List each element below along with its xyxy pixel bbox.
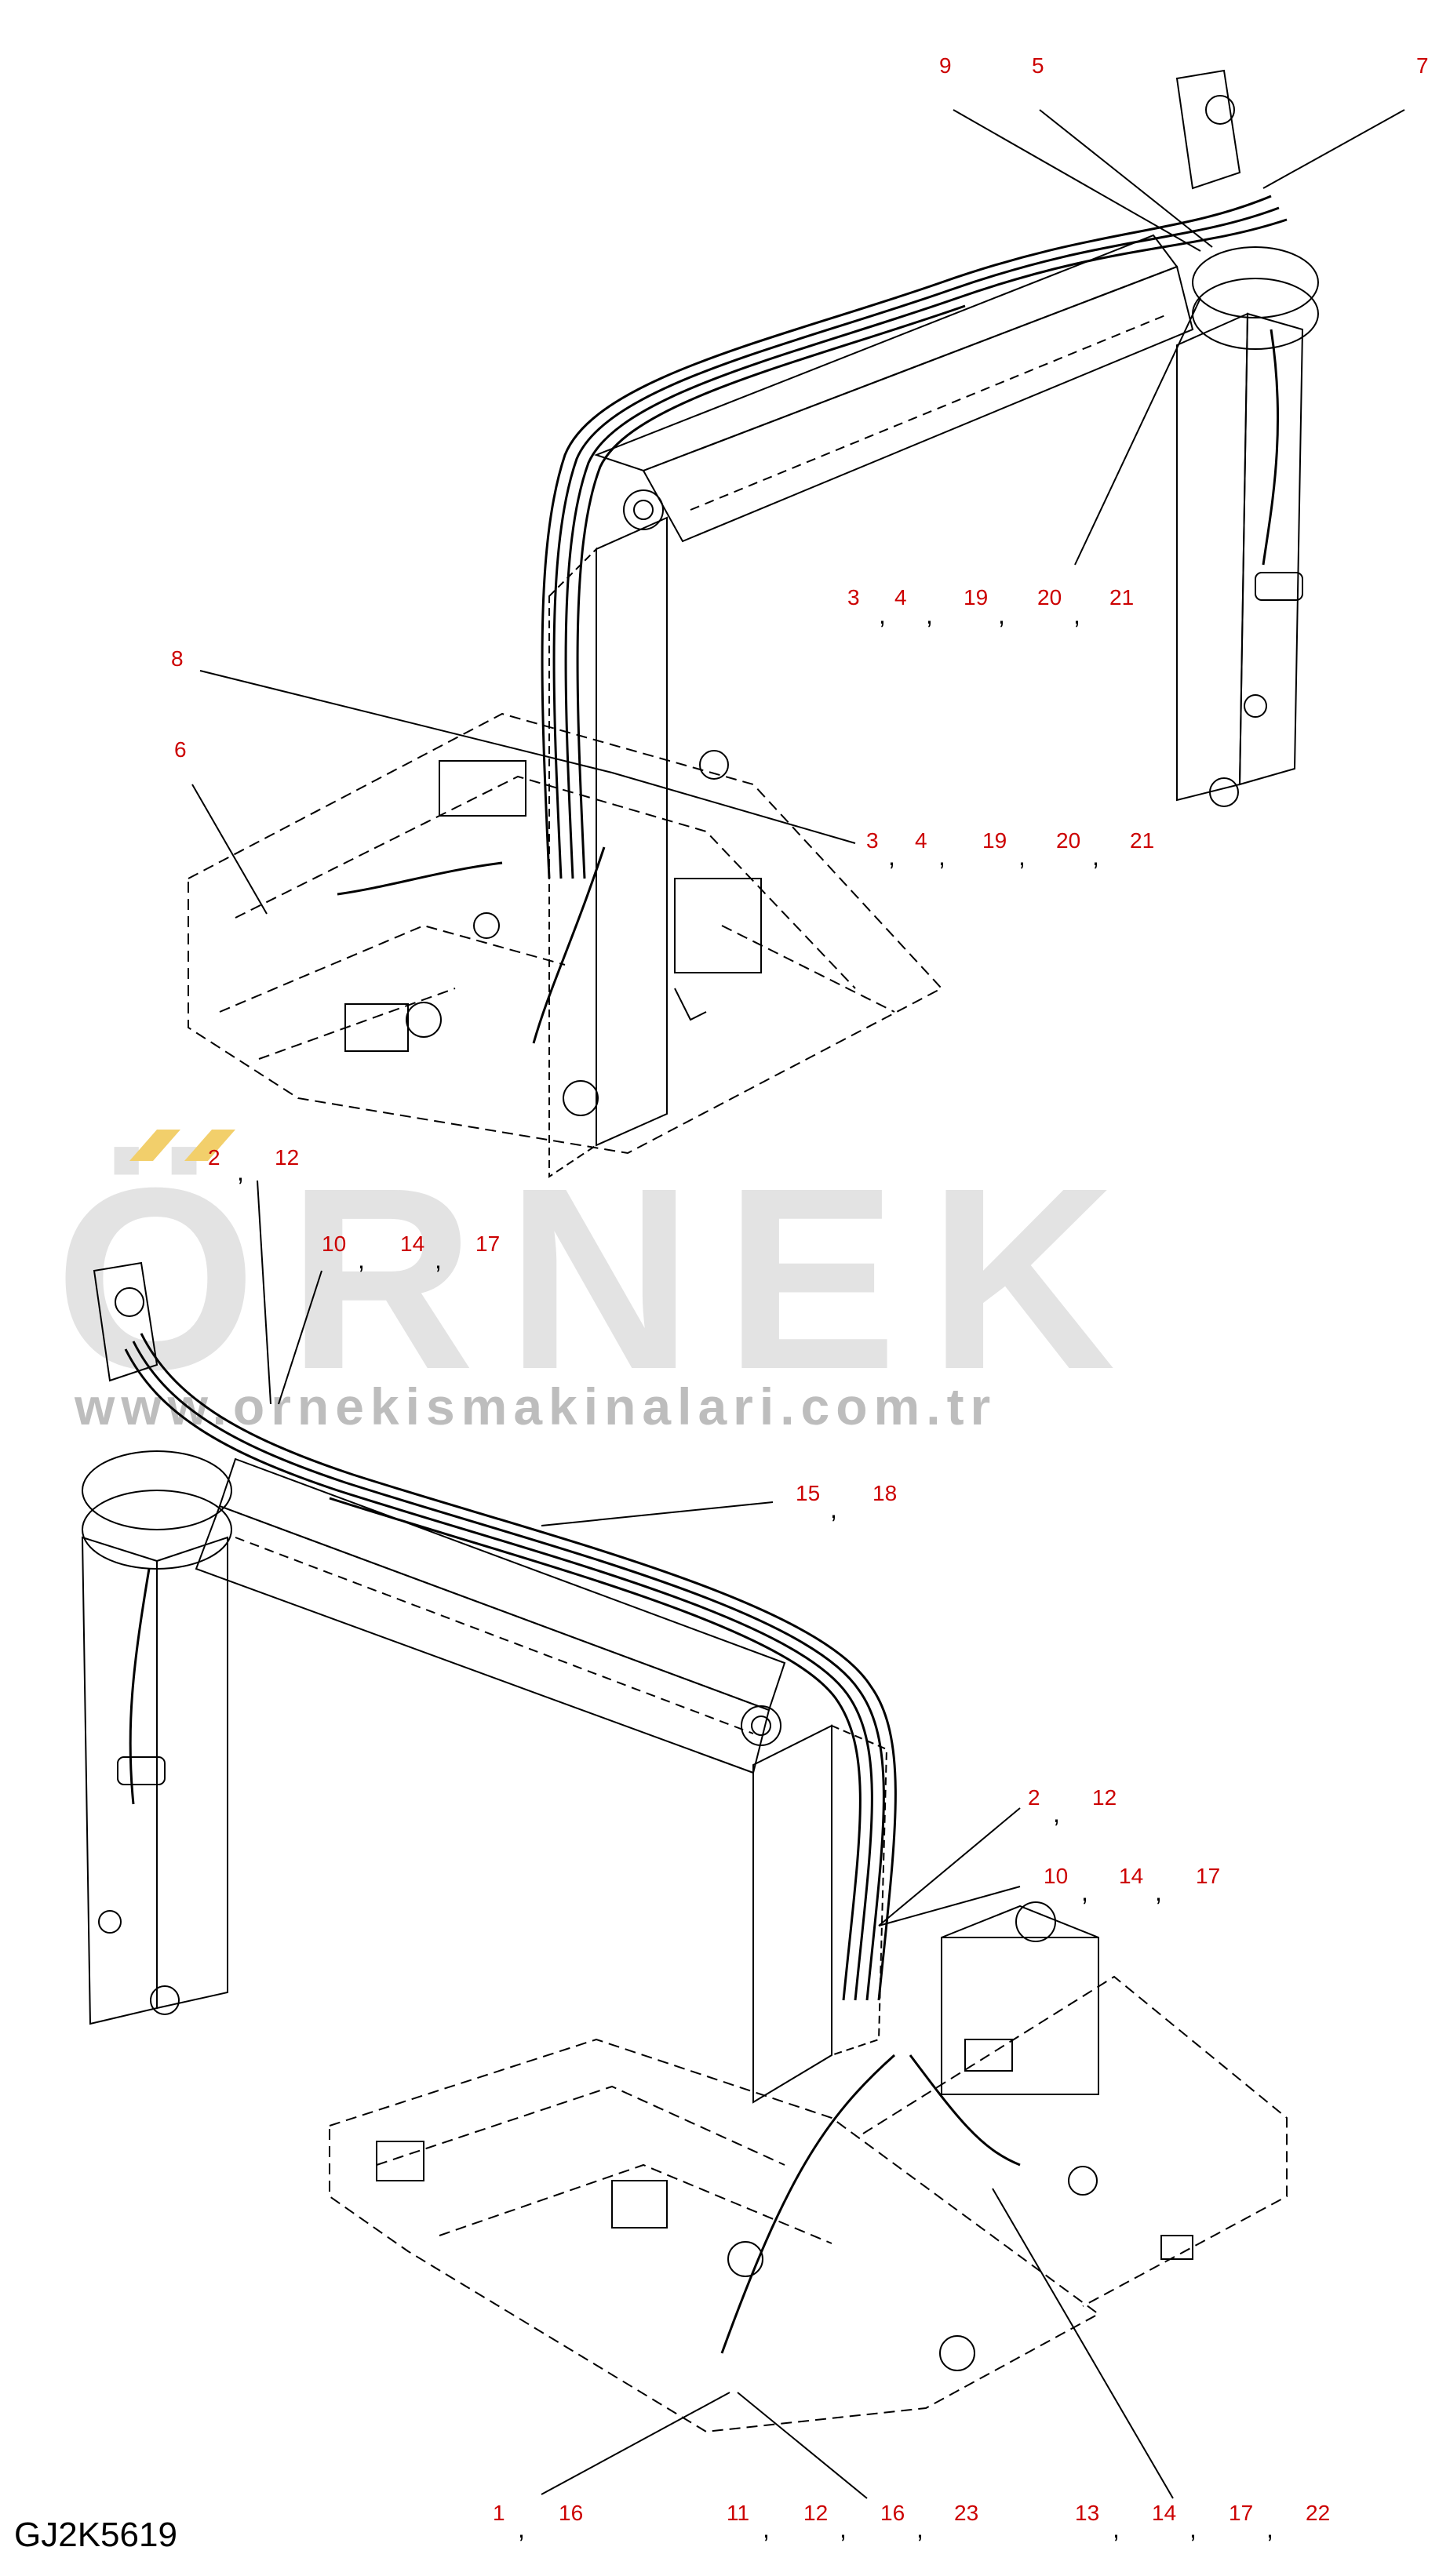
callout-9: 9 <box>939 53 952 78</box>
watermark-brand: ÖRNEK <box>55 1133 1147 1423</box>
separator-comma: , <box>840 2515 847 2543</box>
leader-1-16 <box>541 2392 730 2495</box>
separator-comma: , <box>518 2515 525 2543</box>
top-chassis-details <box>344 750 762 1116</box>
callout-17: 17 <box>475 1232 501 1256</box>
leader-3-4-19-20-21-a <box>1074 297 1201 566</box>
separator-comma: , <box>830 1495 837 1523</box>
separator-comma: , <box>1113 2515 1120 2543</box>
leader-8 <box>199 670 613 773</box>
leader-13-14-17-22 <box>992 2188 1174 2499</box>
callout-16: 16 <box>559 2501 584 2525</box>
top-leader-lines <box>191 109 1405 915</box>
callout-1: 1 <box>493 2501 505 2525</box>
bottom-hoses <box>124 1333 1021 2354</box>
callout-19: 19 <box>982 828 1007 853</box>
callout-17: 17 <box>1196 1864 1221 1888</box>
callout-14: 14 <box>1152 2501 1177 2525</box>
callout-12: 12 <box>275 1145 300 1170</box>
callout-21: 21 <box>1109 585 1135 609</box>
callout-17: 17 <box>1229 2501 1254 2525</box>
separator-comma: , <box>1266 2515 1273 2543</box>
leader-3-4-19-20-21-b <box>611 772 856 844</box>
callout-23: 23 <box>954 2501 979 2525</box>
callout-6: 6 <box>174 737 187 762</box>
callout-14: 14 <box>400 1232 425 1256</box>
leader-6 <box>191 784 268 915</box>
separator-comma: , <box>998 601 1005 629</box>
callout-20: 20 <box>1056 828 1081 853</box>
separator-comma: , <box>1092 842 1099 871</box>
separator-comma: , <box>1018 842 1026 871</box>
separator-comma: , <box>888 842 895 871</box>
callout-4: 4 <box>915 828 927 853</box>
callout-2: 2 <box>208 1145 220 1170</box>
separator-comma: , <box>879 601 886 629</box>
separator-comma: , <box>1155 1878 1162 1906</box>
separator-comma: , <box>763 2515 770 2543</box>
callout-2: 2 <box>1028 1785 1040 1810</box>
callout-12: 12 <box>803 2501 829 2525</box>
top-hoses <box>337 195 1288 1044</box>
leader-2-12-b <box>878 1807 1021 1927</box>
leader-9 <box>953 109 1201 252</box>
callout-15: 15 <box>796 1481 821 1505</box>
separator-comma: , <box>1189 2515 1197 2543</box>
callout-4: 4 <box>894 585 907 609</box>
leader-2-12-a <box>257 1180 271 1405</box>
separator-comma: , <box>1073 601 1080 629</box>
leader-10-14-17-b <box>878 1886 1021 1927</box>
callout-14: 14 <box>1119 1864 1144 1888</box>
drawing-code: GJ2K5619 <box>14 2516 177 2554</box>
callout-11: 11 <box>727 2501 750 2525</box>
callout-21: 21 <box>1130 828 1155 853</box>
separator-comma: , <box>926 601 933 629</box>
callout-22: 22 <box>1306 2501 1331 2525</box>
leader-10-14-17-a <box>278 1270 322 1405</box>
leader-7 <box>1262 109 1405 189</box>
callout-10: 10 <box>1044 1864 1069 1888</box>
separator-comma: , <box>1053 1799 1060 1828</box>
leader-15-18 <box>541 1501 774 1526</box>
callout-3: 3 <box>866 828 879 853</box>
separator-comma: , <box>358 1246 365 1274</box>
callout-18: 18 <box>873 1481 898 1505</box>
callout-10: 10 <box>322 1232 347 1256</box>
callout-12: 12 <box>1092 1785 1117 1810</box>
watermark-url: www.ornekismakinalari.com.tr <box>75 1377 997 1435</box>
separator-comma: , <box>435 1246 442 1274</box>
bottom-chassis-details <box>376 1901 1193 2371</box>
callout-20: 20 <box>1037 585 1062 609</box>
separator-comma: , <box>237 1158 244 1186</box>
watermark-accent-left <box>129 1130 180 1161</box>
separator-comma: , <box>916 2515 924 2543</box>
callout-19: 19 <box>964 585 989 609</box>
leader-5 <box>1039 109 1213 248</box>
callout-7: 7 <box>1416 53 1429 78</box>
callout-8: 8 <box>171 646 184 671</box>
separator-comma: , <box>938 842 945 871</box>
separator-comma: , <box>1081 1878 1088 1906</box>
bottom-boom <box>81 1261 888 2104</box>
top-chassis-frame <box>188 712 943 1155</box>
callout-5: 5 <box>1032 53 1044 78</box>
watermark-accent-right <box>184 1130 235 1161</box>
callout-3: 3 <box>847 585 860 609</box>
bottom-leader-lines <box>257 1180 1174 2499</box>
top-boom <box>548 69 1319 1178</box>
callout-13: 13 <box>1075 2501 1100 2525</box>
leader-11-12-16-23 <box>737 2392 868 2499</box>
bottom-chassis-frame <box>329 1975 1288 2433</box>
callout-16: 16 <box>880 2501 905 2525</box>
